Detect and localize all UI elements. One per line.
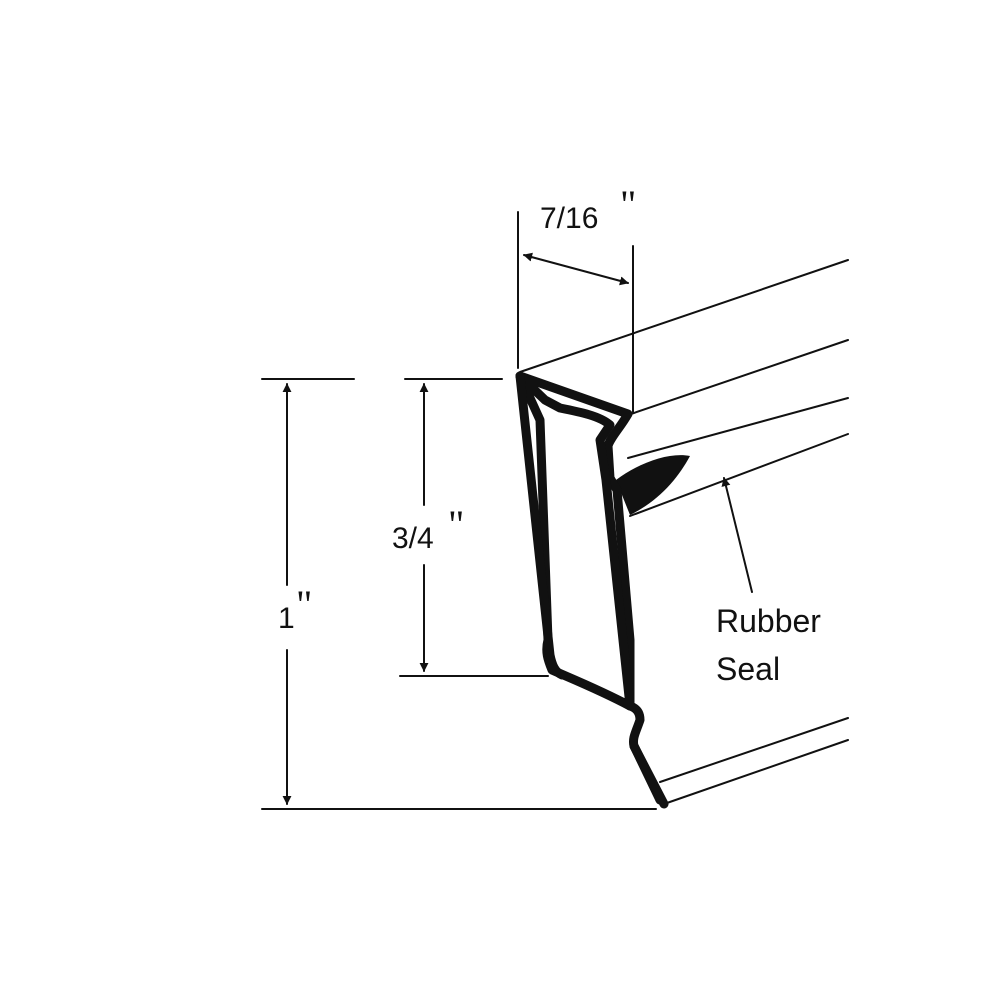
width-unit: " xyxy=(620,182,636,227)
total-height-unit: " xyxy=(296,582,312,627)
rubber-seal-label-line2: Seal xyxy=(716,651,780,687)
channel-lower-edge xyxy=(629,433,849,517)
channel-upper-edge xyxy=(627,397,849,459)
rubber-seal-callout: Rubber Seal xyxy=(716,477,821,687)
profile-left-edge xyxy=(515,371,567,680)
top-outer-edge xyxy=(519,259,849,373)
profile-outer-wall xyxy=(515,371,665,805)
profile-cross-section xyxy=(515,371,669,809)
inner-height-value: 3/4 xyxy=(392,522,434,555)
width-value: 7/16 xyxy=(540,202,598,235)
inner-height-dimension: 3/4 " xyxy=(392,378,549,677)
total-height-value: 1 xyxy=(278,602,295,635)
inner-height-unit: " xyxy=(448,502,464,547)
rubber-seal-lip xyxy=(616,455,690,515)
profile-bottom-foot xyxy=(629,741,669,809)
bottom-upper-edge xyxy=(659,717,849,783)
bottom-lower-edge xyxy=(663,739,849,805)
total-height-dimension: 1 " xyxy=(261,378,657,810)
rubber-seal-leader xyxy=(721,477,753,593)
rubber-seal-label-line1: Rubber xyxy=(716,603,821,639)
width-dimension: 7/16 " xyxy=(517,182,636,413)
top-inner-edge xyxy=(627,339,849,416)
width-arrow xyxy=(523,252,629,286)
extrusion-edges xyxy=(519,259,849,805)
